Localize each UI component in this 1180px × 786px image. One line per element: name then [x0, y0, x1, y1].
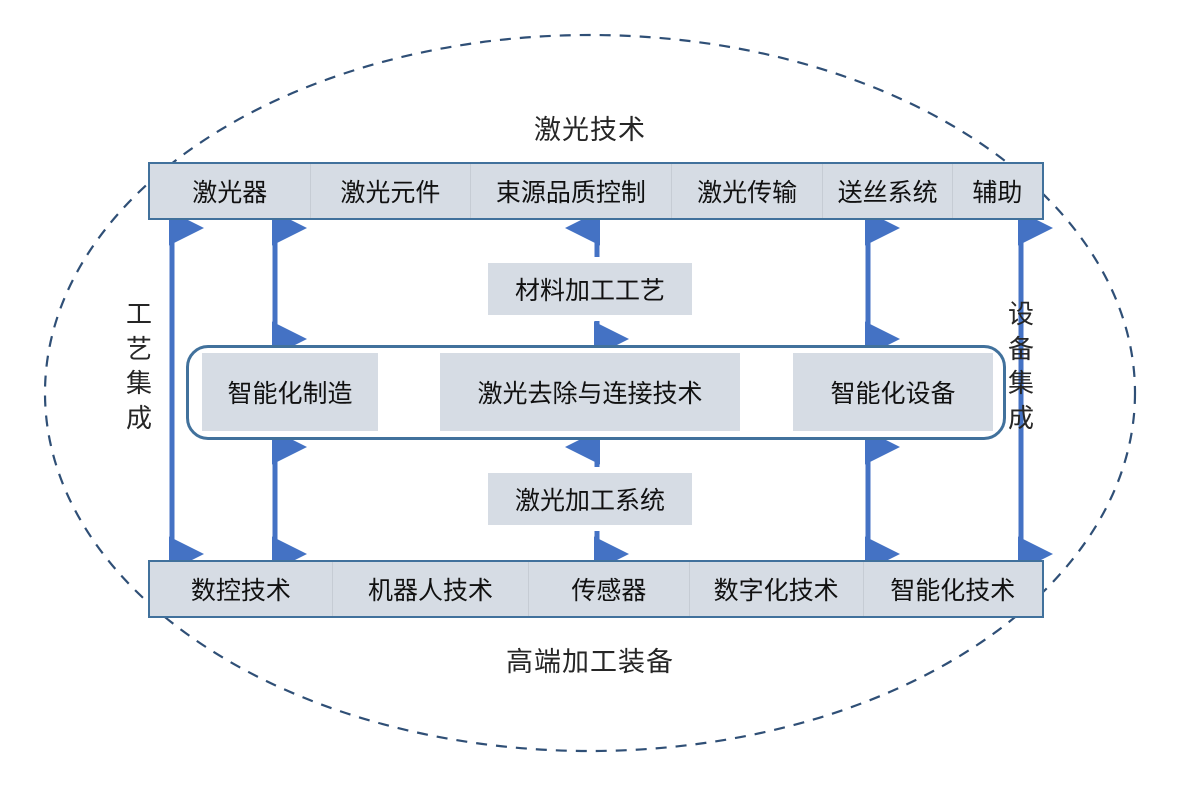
side-label-left-char-0: 工	[125, 300, 152, 329]
side-label-right-char-3: 成	[1007, 403, 1034, 433]
page-title-bottom: 高端加工装备	[506, 647, 674, 677]
bottom-bar-cell-3[interactable]: 数字化技术	[690, 562, 864, 616]
box-smart-equipment[interactable]: 智能化设备	[793, 353, 993, 431]
bottom-bar-cell-2[interactable]: 传感器	[529, 562, 690, 616]
top-bar-cell-1[interactable]: 激光元件	[311, 164, 472, 218]
side-label-right: 设 备 集 成	[1004, 298, 1038, 436]
top-bar-cell-5[interactable]: 辅助	[972, 180, 1023, 207]
side-label-right-char-0: 设	[1007, 300, 1034, 329]
side-label-left-char-2: 集	[125, 369, 152, 399]
top-bar-cell-0[interactable]: 激光器	[150, 164, 311, 218]
page-title-top: 激光技术	[534, 115, 646, 145]
box-material-processing[interactable]: 材料加工工艺	[488, 263, 692, 315]
top-bar-cell-3[interactable]: 激光传输	[672, 164, 824, 218]
bottom-bar-cell-4[interactable]: 智能化技术	[890, 578, 1016, 605]
side-label-right-char-2: 集	[1007, 369, 1034, 399]
side-label-left-char-3: 成	[125, 403, 152, 433]
bottom-bar-cell-0[interactable]: 数控技术	[150, 562, 333, 616]
side-label-right-char-1: 备	[1007, 334, 1034, 364]
box-laser-removal-joining[interactable]: 激光去除与连接技术	[440, 353, 740, 431]
side-label-left: 工 艺 集 成	[122, 298, 156, 436]
box-laser-processing-system[interactable]: 激光加工系统	[488, 473, 692, 525]
side-label-left-char-1: 艺	[125, 334, 152, 364]
top-bar-cell-4[interactable]: 送丝系统	[823, 164, 953, 218]
top-technology-bar: 激光器 激光元件 束源品质控制 激光传输 送丝系统 辅助	[148, 162, 1044, 220]
box-smart-manufacturing[interactable]: 智能化制造	[202, 353, 378, 431]
top-bar-cell-2[interactable]: 束源品质控制	[471, 164, 672, 218]
bottom-bar-cell-1[interactable]: 机器人技术	[333, 562, 530, 616]
bottom-equipment-bar: 数控技术 机器人技术 传感器 数字化技术 智能化技术	[148, 560, 1044, 618]
